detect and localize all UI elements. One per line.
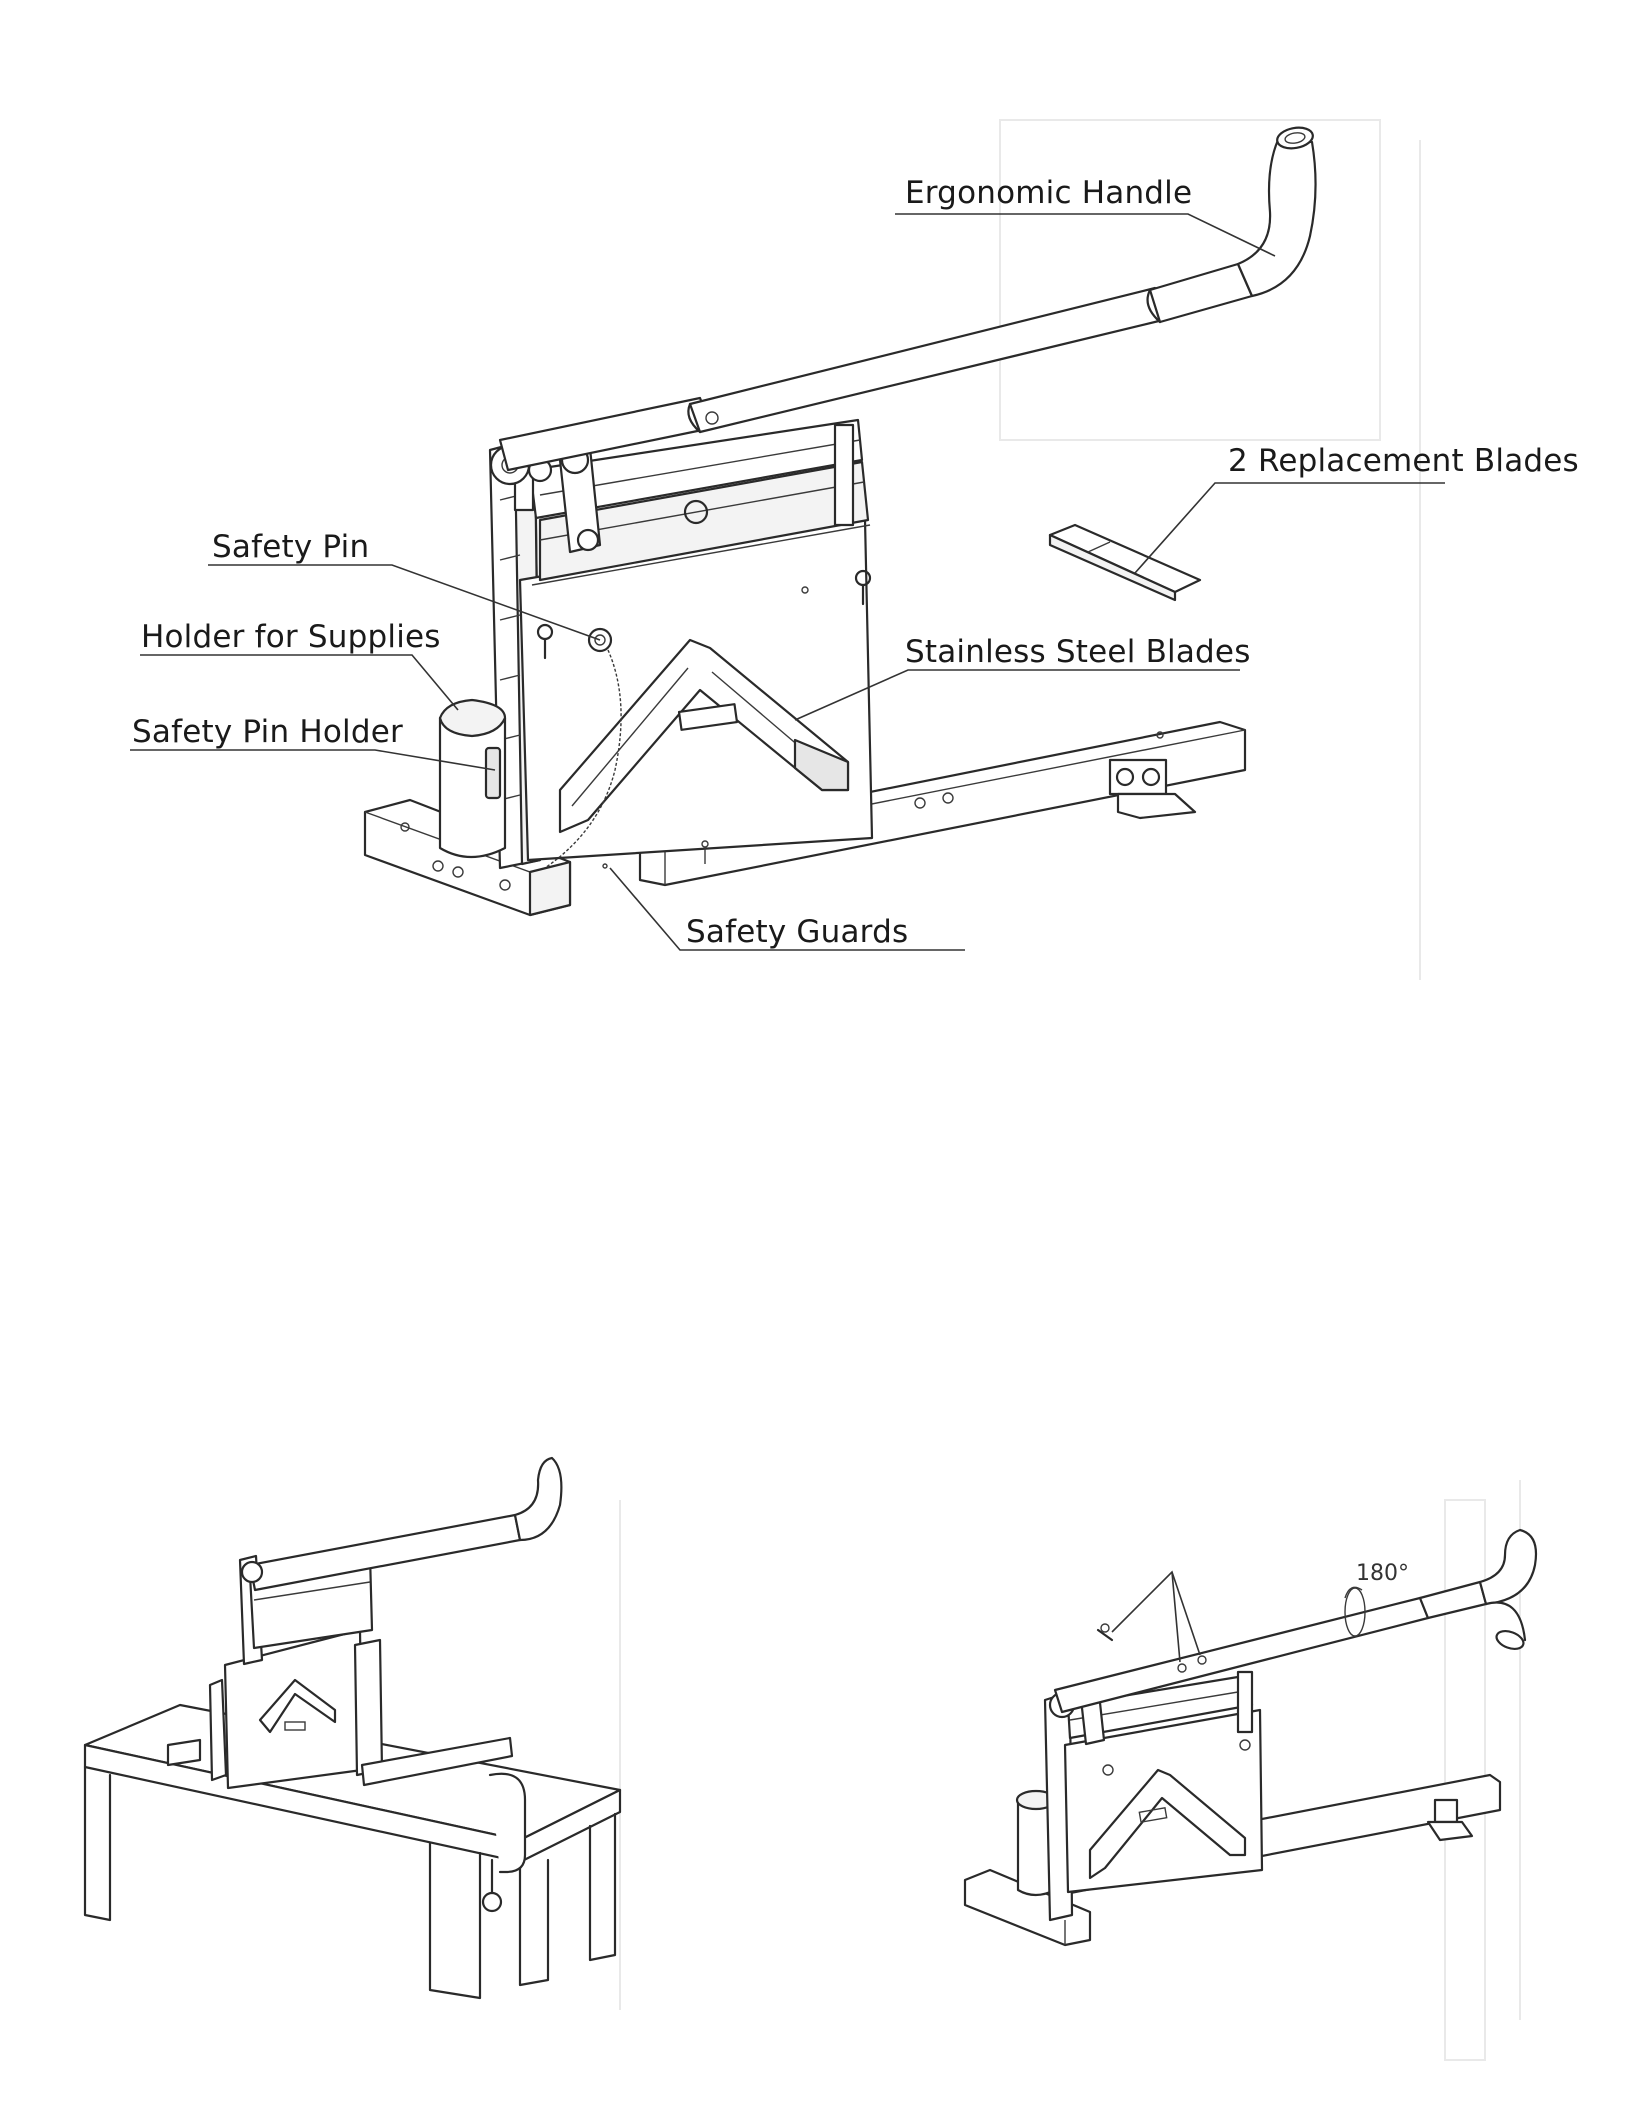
bench-mounted-illustration xyxy=(85,1458,620,1998)
label-stainless-steel-blades: Stainless Steel Blades xyxy=(905,637,1251,668)
main-cutter-illustration xyxy=(365,125,1316,915)
handle-rotation-illustration xyxy=(965,1530,1536,1945)
label-ergonomic-handle: Ergonomic Handle xyxy=(905,178,1192,209)
label-safety-pin-holder: Safety Pin Holder xyxy=(132,717,403,748)
label-safety-pin: Safety Pin xyxy=(212,532,369,563)
label-holder-for-supplies: Holder for Supplies xyxy=(141,622,441,653)
replacement-blades-illustration xyxy=(1050,525,1200,600)
label-replacement-blades: 2 Replacement Blades xyxy=(1228,446,1579,477)
label-safety-guards: Safety Guards xyxy=(686,917,908,948)
supplies-holder xyxy=(440,700,505,857)
label-rotation-180: 180° xyxy=(1356,1563,1409,1585)
